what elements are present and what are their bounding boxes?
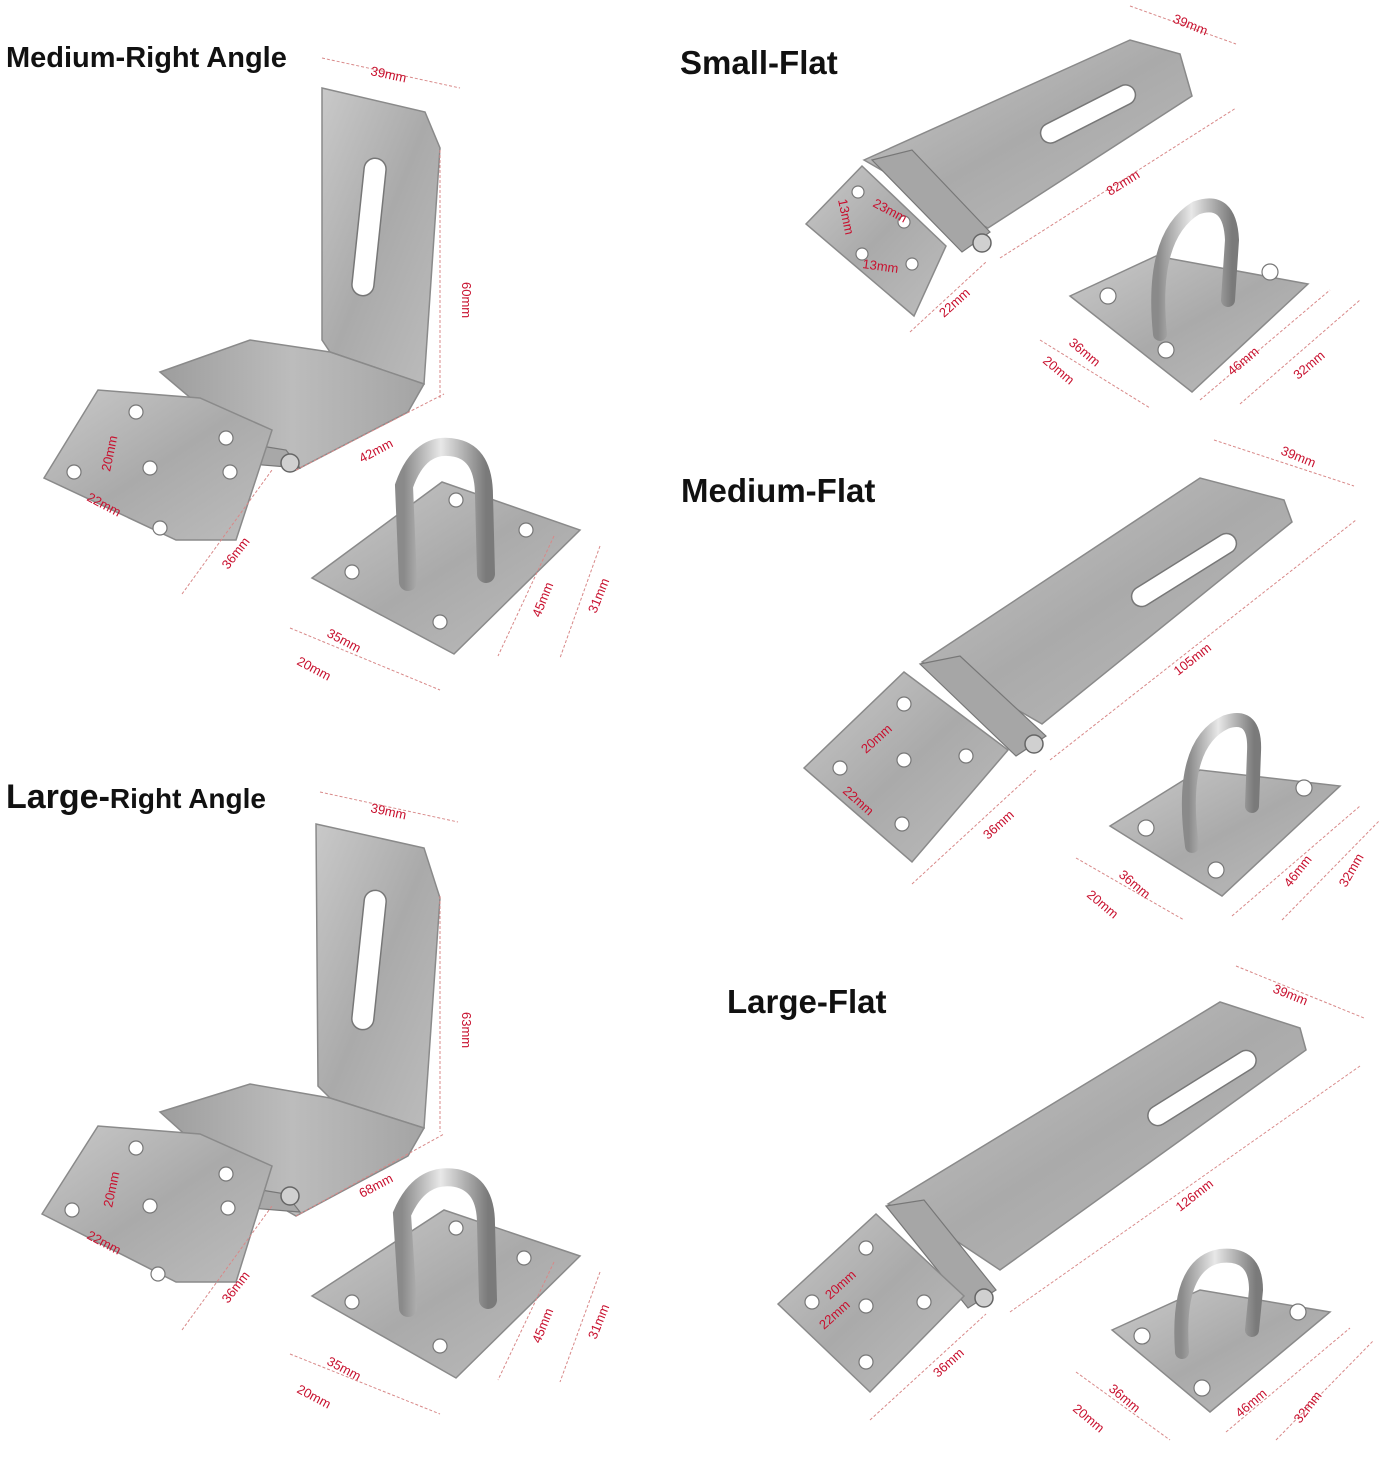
- dim-plate-c: 45mm: [529, 580, 556, 619]
- base-plate-holes: [66, 404, 238, 536]
- dimension-lines: [909, 5, 1361, 409]
- hasp-base-plate: [42, 389, 273, 541]
- dim-length: 105mm: [1171, 640, 1214, 679]
- dim-hinge: 36mm: [980, 807, 1017, 842]
- staple-plate: [1068, 255, 1310, 393]
- base-plate-holes: [832, 696, 974, 832]
- title-large-right-angle: Large-Right Angle: [6, 778, 266, 817]
- dim-width: 39mm: [369, 800, 407, 822]
- title-medium-right-angle: Medium-Right Angle: [6, 42, 287, 74]
- title-large-prefix: Large-: [6, 778, 110, 816]
- hasp-slot: [1039, 84, 1137, 144]
- dim-plate-d: 31mm: [585, 1302, 612, 1341]
- dim-width: 39mm: [1171, 11, 1210, 38]
- dim-plate-b: 20mm: [1070, 1401, 1107, 1436]
- hasp-slot: [351, 157, 387, 297]
- dim-plate-c: 46mm: [1232, 1386, 1269, 1421]
- title-large-flat: Large-Flat: [727, 983, 887, 1020]
- dimension-lines: [181, 57, 601, 691]
- base-plate-holes: [64, 1140, 236, 1282]
- staple-loop: [1174, 1248, 1264, 1359]
- dim-height: 63mm: [459, 1012, 474, 1048]
- title-small-flat: Small-Flat: [680, 44, 838, 81]
- hasp-small-flat: [804, 5, 1361, 409]
- hinge-pin-icon: [280, 453, 300, 473]
- dim-width: 39mm: [1279, 443, 1318, 470]
- dimension-lines: [181, 791, 601, 1415]
- hinge-pin-icon: [974, 1288, 994, 1308]
- dim-length: 126mm: [1173, 1176, 1216, 1215]
- hasp-medium-flat: [802, 439, 1381, 921]
- title-right-angle-suffix: Right Angle: [109, 783, 266, 814]
- dim-plate-d: 32mm: [1291, 1388, 1325, 1426]
- hinge-pin-icon: [1024, 734, 1044, 754]
- dim-plate-b: 20mm: [1084, 887, 1121, 922]
- hasp-arm: [321, 87, 441, 386]
- dim-hinge: 22mm: [936, 285, 973, 320]
- hasp-slot: [351, 889, 387, 1031]
- staple-plate-holes: [344, 1220, 532, 1354]
- staple-plate: [310, 1209, 582, 1379]
- staple-plate-holes: [344, 492, 534, 630]
- staple-loop: [1151, 198, 1240, 341]
- staple-plate: [1108, 769, 1342, 897]
- dim-hole-a: 20mm: [98, 434, 120, 472]
- hasp-base-plate: [804, 164, 947, 318]
- staple-loop: [392, 1168, 497, 1317]
- dim-width: 39mm: [369, 63, 407, 85]
- hasp-slot: [1147, 1049, 1257, 1127]
- staple-loop: [394, 437, 495, 591]
- dim-plate-d: 32mm: [1290, 348, 1327, 383]
- dim-plate-a: 35mm: [325, 1353, 364, 1383]
- dim-plate-b: 20mm: [1040, 353, 1077, 388]
- hinge-knuckle: [918, 655, 1047, 757]
- staple-plate-holes: [1099, 263, 1279, 359]
- hasp-strap: [886, 1001, 1307, 1271]
- base-plate-holes: [851, 185, 919, 271]
- base-plate-holes: [804, 1240, 932, 1370]
- dim-plate-a: 35mm: [325, 625, 364, 655]
- staple-plate: [1110, 1289, 1332, 1413]
- dim-hole-c: 13mm: [862, 256, 900, 276]
- hinge-pin-icon: [972, 233, 992, 253]
- dim-plate-a: 36mm: [1106, 1381, 1143, 1416]
- staple-loop: [1181, 713, 1262, 853]
- dimension-lines: [911, 439, 1381, 921]
- dim-plate-c: 46mm: [1281, 852, 1315, 890]
- dim-plate-c: 45mm: [529, 1306, 556, 1345]
- dim-plate-b: 20mm: [295, 653, 334, 683]
- dim-length: 82mm: [1104, 167, 1143, 199]
- hasp-slot: [1130, 532, 1238, 608]
- dim-plate-d: 31mm: [585, 576, 612, 615]
- dim-hinge: 36mm: [930, 1345, 967, 1380]
- dim-height: 60mm: [459, 282, 474, 318]
- staple-plate-holes: [1137, 779, 1313, 879]
- dim-width: 39mm: [1271, 981, 1310, 1008]
- dim-hole-b: 13mm: [835, 198, 857, 236]
- dimension-lines: [869, 965, 1375, 1441]
- dim-plate-b: 20mm: [295, 1381, 334, 1411]
- staple-plate-holes: [1133, 1303, 1307, 1397]
- dim-plate-a: 36mm: [1066, 335, 1103, 370]
- hasp-large-flat: [776, 965, 1375, 1441]
- hasp-medium-right-angle: [42, 57, 601, 691]
- dim-length: 42mm: [356, 435, 395, 465]
- hinge-knuckle: [870, 149, 991, 253]
- title-medium-flat: Medium-Flat: [681, 472, 876, 509]
- dim-plate-d: 32mm: [1336, 851, 1367, 890]
- hinge-pin-icon: [280, 1186, 300, 1206]
- dim-hole-a: 20mm: [100, 1170, 122, 1208]
- hasp-large-right-angle: [40, 791, 601, 1415]
